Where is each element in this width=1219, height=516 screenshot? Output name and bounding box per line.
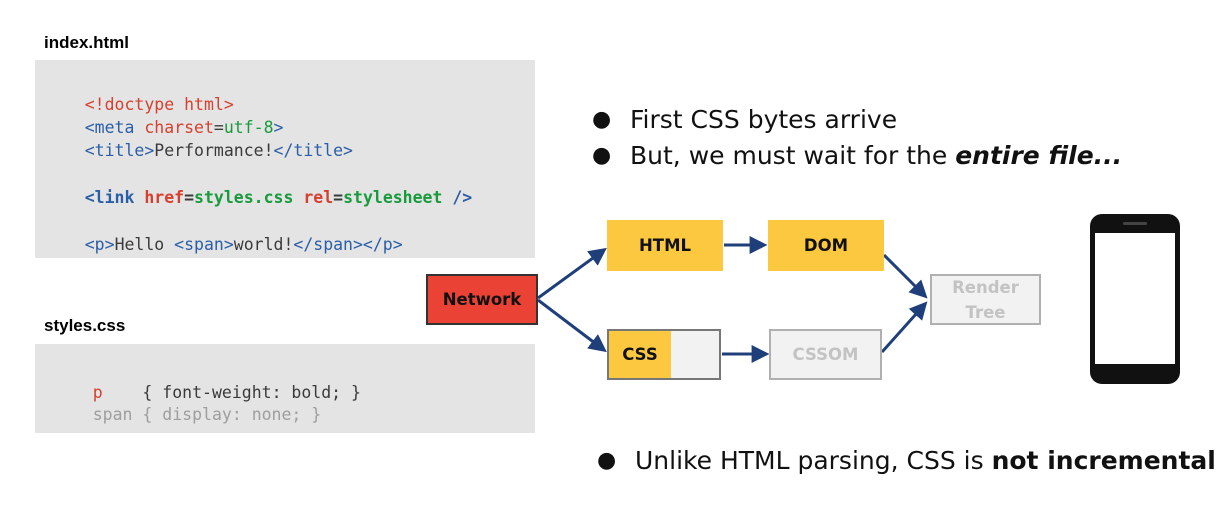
render-tree-node: Render Tree: [930, 274, 1041, 325]
render-tree-label-line2: Tree: [965, 302, 1006, 322]
index-file-title: index.html: [44, 33, 130, 52]
bullet-not-incremental: ● Unlike HTML parsing, CSS is not increme…: [597, 446, 1216, 475]
code-line-span-rule: span { display: none; }: [53, 386, 321, 443]
index-code-block: <!doctype html> <meta charset=utf-8> <ti…: [35, 60, 535, 258]
code-token: />: [442, 188, 473, 207]
code-token: <p>: [84, 235, 115, 254]
bullet-emphasis: not incremental: [991, 446, 1216, 475]
styles-code-block: p { font-weight: bold; } span { display:…: [35, 344, 535, 433]
bullet-emphasis: entire file...: [955, 141, 1123, 170]
arrow-cssom-to-render-tree: [880, 301, 928, 354]
code-token: </span></p>: [293, 235, 403, 254]
code-token: <link: [84, 188, 145, 207]
bullet-dot: ●: [592, 143, 612, 168]
bullet-text: First CSS bytes arrive: [630, 105, 898, 134]
code-token: rel: [303, 188, 334, 207]
code-token: p: [92, 383, 103, 402]
arrow-dom-to-render-tree: [882, 253, 928, 299]
phone-speaker: [1123, 222, 1147, 225]
network-node: Network: [426, 274, 538, 325]
css-node-label: CSS: [622, 345, 658, 364]
styles-file-title: styles.css: [44, 316, 126, 335]
code-line-doctype: <!doctype html>: [45, 76, 234, 133]
code-token: span { display: none; }: [92, 405, 322, 424]
code-line-p-rule: p { font-weight: bold; }: [53, 364, 361, 421]
bullet-first-bytes: ● First CSS bytes arrive: [592, 105, 897, 134]
code-token: <title>: [84, 141, 155, 160]
code-token: world!: [233, 235, 294, 254]
bullet-text: But, we must wait for the: [630, 141, 956, 170]
code-token: utf-8: [223, 118, 274, 137]
code-token: Hello: [114, 235, 175, 254]
code-token: Performance!: [154, 141, 274, 160]
code-token: =: [333, 188, 344, 207]
dom-node: DOM: [768, 220, 884, 271]
code-token: stylesheet: [343, 188, 443, 207]
phone-screen: [1095, 233, 1175, 364]
code-token: </title>: [273, 141, 353, 160]
bullet-text: Unlike HTML parsing, CSS is: [635, 446, 992, 475]
code-token: =: [213, 118, 224, 137]
cssom-node: CSSOM: [769, 329, 882, 380]
code-line-title: <title>Performance!</title>: [45, 122, 353, 179]
code-token: =: [184, 188, 195, 207]
render-tree-label-line1: Render: [952, 277, 1019, 297]
arrow-network-to-css: [537, 298, 607, 353]
code-line-meta: <meta charset=utf-8>: [45, 99, 284, 156]
code-token: charset: [144, 118, 214, 137]
code-line-paragraph: <p>Hello <span>world!</span></p>: [45, 216, 403, 273]
code-token: <span>: [174, 235, 234, 254]
phone-icon: [1090, 214, 1180, 384]
code-token: <meta: [84, 118, 145, 137]
bullet-wait-entire-file: ● But, we must wait for the entire file..…: [592, 141, 1122, 170]
arrow-network-to-html: [537, 247, 607, 300]
bullet-dot: ●: [592, 107, 612, 132]
code-token: href: [144, 188, 185, 207]
bullet-dot: ●: [597, 448, 617, 473]
code-token: >: [273, 118, 284, 137]
html-node: HTML: [607, 220, 723, 271]
css-node: CSS: [607, 329, 721, 380]
code-token: <!doctype html>: [84, 95, 234, 114]
code-token: styles.css: [194, 188, 304, 207]
code-line-link: <link href=styles.css rel=stylesheet />: [45, 169, 472, 226]
code-token: { font-weight: bold; }: [102, 383, 361, 402]
